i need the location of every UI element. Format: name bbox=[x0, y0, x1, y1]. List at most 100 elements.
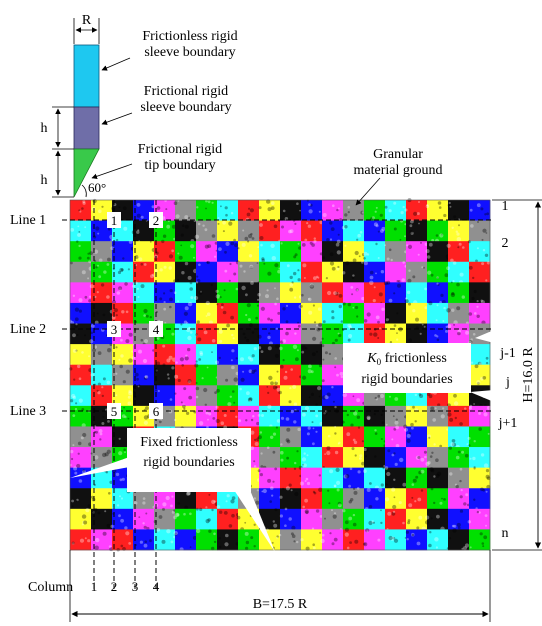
ground-cell bbox=[259, 508, 281, 530]
ground-cell bbox=[91, 200, 113, 221]
ground-particle bbox=[119, 478, 123, 482]
ground-particle bbox=[315, 350, 318, 353]
ground-particle bbox=[375, 206, 378, 209]
ground-particle bbox=[388, 209, 392, 213]
ground-particle bbox=[408, 503, 413, 508]
ground-particle bbox=[369, 270, 374, 275]
ground-particle bbox=[375, 315, 380, 320]
ground-particle bbox=[213, 532, 216, 536]
ground-particle bbox=[211, 351, 213, 353]
ground-particle bbox=[121, 414, 126, 418]
ground-particle bbox=[266, 199, 271, 204]
ground-particle bbox=[476, 510, 480, 514]
ground-particle bbox=[74, 317, 79, 322]
ground-particle bbox=[187, 379, 192, 383]
ground-particle bbox=[101, 386, 104, 389]
ground-particle bbox=[447, 324, 452, 329]
ground-particle bbox=[344, 213, 348, 217]
ground-particle bbox=[230, 315, 235, 320]
ground-particle bbox=[218, 537, 221, 540]
ground-particle bbox=[120, 497, 124, 500]
ground-particle bbox=[125, 310, 129, 314]
ground-particle bbox=[247, 356, 251, 360]
ground-particle bbox=[136, 203, 141, 207]
ground-particle bbox=[385, 483, 388, 486]
ground-cell bbox=[112, 529, 134, 551]
ground-particle bbox=[336, 208, 339, 212]
ground-cell bbox=[427, 282, 449, 304]
ground-particle bbox=[267, 317, 271, 321]
ground-particle bbox=[235, 287, 239, 291]
ground-particle bbox=[214, 255, 217, 258]
ground-particle bbox=[338, 294, 343, 298]
ground-particle bbox=[203, 387, 208, 393]
ground-particle bbox=[426, 255, 431, 259]
ground-particle bbox=[394, 397, 399, 401]
ground-particle bbox=[189, 546, 192, 548]
ground-particle bbox=[351, 276, 355, 280]
ground-particle bbox=[276, 297, 279, 301]
ground-cell bbox=[301, 282, 323, 304]
ground-particle bbox=[433, 443, 436, 446]
ground-particle bbox=[276, 536, 278, 539]
ground-particle bbox=[420, 469, 425, 474]
ground-particle bbox=[267, 207, 272, 212]
ground-cell bbox=[175, 282, 197, 304]
ground-particle bbox=[430, 487, 434, 491]
ground-cell bbox=[406, 447, 428, 468]
ground-particle bbox=[386, 257, 390, 261]
ground-particle bbox=[452, 528, 457, 533]
ground-particle bbox=[429, 455, 433, 458]
ground-particle bbox=[445, 325, 448, 329]
ground-particle bbox=[119, 364, 123, 369]
ground-particle bbox=[313, 491, 317, 495]
ground-cell bbox=[280, 200, 302, 221]
ground-particle bbox=[88, 260, 91, 264]
ground-particle bbox=[187, 216, 191, 220]
ground-particle bbox=[306, 222, 309, 225]
ground-cell bbox=[112, 344, 134, 366]
ground-cell bbox=[469, 261, 491, 283]
ground-cell bbox=[448, 282, 470, 304]
ground-particle bbox=[120, 268, 124, 272]
ground-cell bbox=[70, 447, 92, 468]
ground-particle bbox=[384, 205, 388, 209]
ground-particle bbox=[142, 358, 148, 364]
ground-cell bbox=[91, 302, 113, 324]
ground-cell bbox=[91, 488, 113, 510]
ground-particle bbox=[375, 224, 379, 228]
ground-particle bbox=[391, 511, 396, 516]
ground-cell bbox=[196, 344, 218, 366]
ground-cell bbox=[196, 529, 218, 551]
ground-particle bbox=[81, 523, 84, 526]
ground-particle bbox=[470, 224, 474, 228]
ground-particle bbox=[223, 289, 226, 292]
ground-particle bbox=[118, 286, 123, 291]
ground-particle bbox=[174, 374, 179, 379]
ground-particle bbox=[208, 412, 212, 416]
ground-particle bbox=[204, 403, 207, 406]
ground-particle bbox=[472, 276, 475, 280]
ground-particle bbox=[459, 272, 464, 277]
fixed-label-line1: Fixed frictionless bbox=[140, 435, 238, 450]
ground-cell bbox=[469, 241, 491, 263]
ground-particle bbox=[97, 351, 102, 355]
ground-particle bbox=[414, 420, 417, 423]
ground-particle bbox=[485, 490, 488, 493]
ground-particle bbox=[244, 521, 247, 524]
ground-particle bbox=[332, 400, 335, 403]
ground-particle bbox=[318, 363, 323, 368]
ground-particle bbox=[421, 266, 424, 269]
ground-particle bbox=[290, 489, 293, 492]
ground-cell bbox=[322, 302, 344, 324]
ground-particle bbox=[270, 243, 275, 248]
ground-particle bbox=[436, 282, 439, 285]
ground-particle bbox=[430, 273, 434, 277]
ground-particle bbox=[437, 201, 442, 205]
ground-particle bbox=[210, 283, 213, 287]
ground-cell bbox=[385, 282, 407, 304]
ground-particle bbox=[72, 294, 76, 297]
ground-particle bbox=[416, 526, 420, 530]
point-4: 4 bbox=[153, 322, 160, 337]
ground-particle bbox=[282, 307, 286, 311]
